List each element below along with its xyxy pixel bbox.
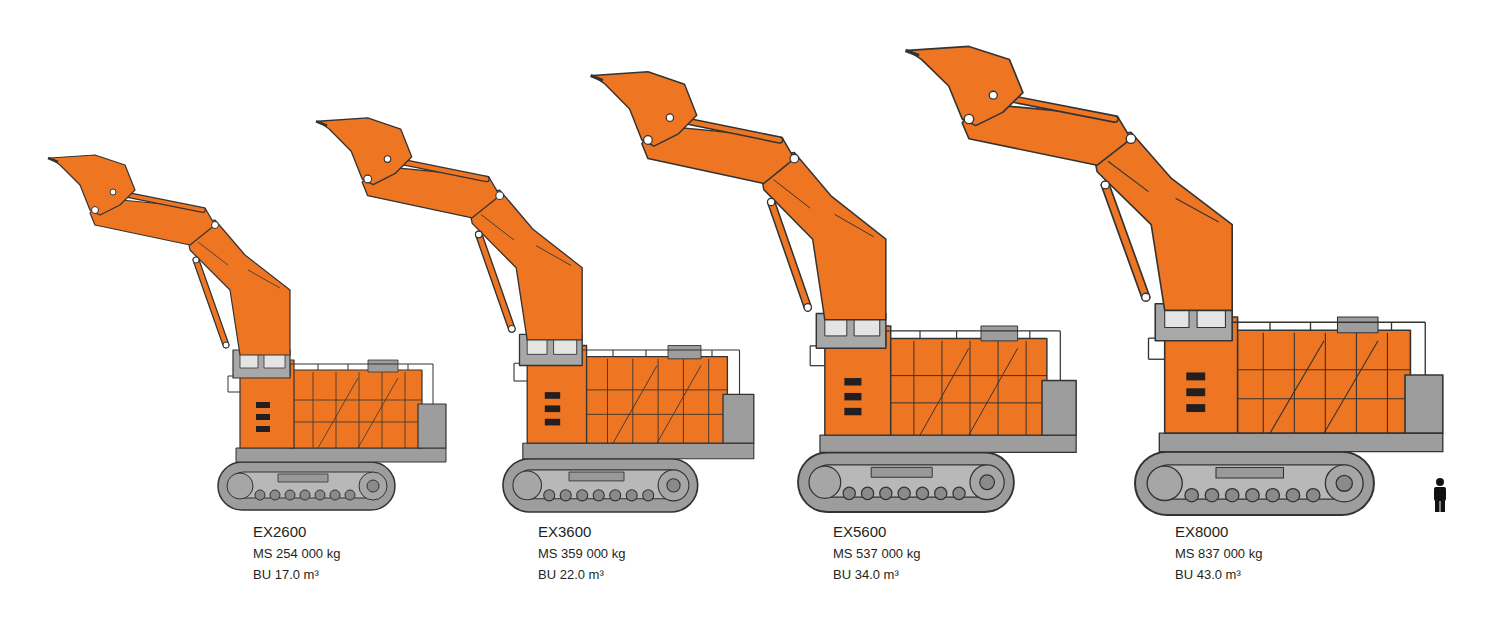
model-name: EX5600 bbox=[833, 523, 886, 541]
excavator-ex8000 bbox=[906, 46, 1443, 515]
excavator-ex2600 bbox=[48, 155, 446, 510]
mass-spec: MS 837 000 kg bbox=[1175, 546, 1262, 562]
person-scale-icon bbox=[1434, 478, 1446, 512]
bucket-spec: BU 43.0 m³ bbox=[1175, 567, 1241, 583]
model-name: EX2600 bbox=[253, 523, 306, 541]
bucket-spec: BU 34.0 m³ bbox=[833, 567, 899, 583]
model-name: EX3600 bbox=[538, 523, 591, 541]
bucket-spec: BU 22.0 m³ bbox=[538, 567, 604, 583]
excavator-ex3600 bbox=[316, 118, 754, 512]
mass-spec: MS 254 000 kg bbox=[253, 546, 340, 562]
mass-spec: MS 359 000 kg bbox=[538, 546, 625, 562]
mass-spec: MS 537 000 kg bbox=[833, 546, 920, 562]
bucket-spec: BU 17.0 m³ bbox=[253, 567, 319, 583]
model-name: EX8000 bbox=[1175, 523, 1228, 541]
